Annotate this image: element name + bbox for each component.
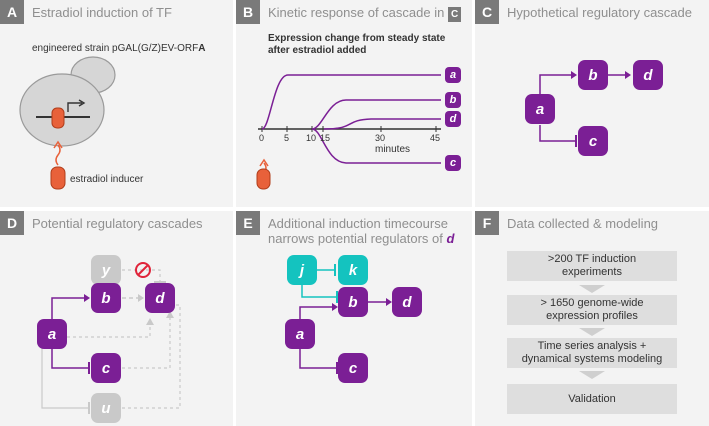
flow-step-1: >200 TF induction experiments (507, 251, 677, 281)
tick-5: 5 (284, 133, 290, 143)
node-d: d (145, 283, 175, 313)
cascade-c-edges (539, 71, 631, 147)
cascade-d-edges (41, 262, 181, 414)
panel-d: D Potential regulatory cascades y b d a … (0, 211, 233, 426)
curve-label-d: d (445, 111, 461, 127)
chart-subtitle-1: Expression change from steady state (268, 33, 446, 44)
node-a: a (525, 94, 555, 124)
node-d: d (633, 60, 663, 90)
flow-step-3: Time series analysis + dynamical systems… (507, 338, 677, 368)
node-a: a (37, 319, 67, 349)
title-ref-d: d (446, 231, 455, 246)
tick-10: 10 (306, 133, 317, 143)
panel-label-e: E (236, 211, 260, 235)
node-b: b (91, 283, 121, 313)
panel-label-d: D (0, 211, 24, 235)
flow-arrows (579, 285, 605, 379)
node-c: c (578, 126, 608, 156)
panel-label-f: F (475, 211, 499, 235)
tick-0: 0 (259, 133, 265, 143)
panel-label-c: C (475, 0, 499, 24)
cascade-e-edges (299, 264, 392, 374)
node-u: u (91, 393, 121, 423)
node-k: k (338, 255, 368, 285)
panel-label-b: B (236, 0, 260, 24)
panel-c: C Hypothetical regulatory cascade a b d … (475, 0, 709, 207)
node-j: j (287, 255, 317, 285)
panel-title-c: Hypothetical regulatory cascade (507, 5, 692, 20)
panel-title-e-line1: Additional induction timecourse (268, 216, 448, 231)
flow-step-4: Validation (507, 384, 677, 414)
node-d: d (392, 287, 422, 317)
estradiol-inducer-label: estradiol inducer (70, 174, 144, 185)
node-c: c (338, 353, 368, 383)
node-a: a (285, 319, 315, 349)
chart-subtitle-2: after estradiol added (268, 45, 367, 56)
panel-title-e-line2: narrows potential regulators of d (268, 231, 455, 246)
flow-step-2: > 1650 genome-wide expression profiles (507, 295, 677, 325)
tick-30: 30 (375, 133, 386, 143)
yeast-cell-illustration (19, 56, 116, 190)
curve-label-a: a (445, 67, 461, 83)
node-y: y (91, 255, 121, 285)
panel-title-b: Kinetic response of cascade in C (268, 5, 462, 22)
kinetic-plot (256, 74, 441, 190)
tick-15: 15 (320, 133, 331, 143)
strain-label: engineered strain pGAL(G/Z)EV-ORFA (32, 43, 206, 54)
panel-e: E Additional induction timecourse narrow… (236, 211, 472, 426)
curve-label-b: b (445, 92, 461, 108)
node-b: b (578, 60, 608, 90)
title-ref-tag-c: C (447, 7, 462, 22)
panel-b: B Kinetic response of cascade in C Expre… (236, 0, 472, 207)
tick-45: 45 (430, 133, 441, 143)
node-b: b (338, 287, 368, 317)
node-c: c (91, 353, 121, 383)
panel-a: A Estradiol induction of TF engineered s… (0, 0, 233, 207)
panel-label-a: A (0, 0, 24, 24)
panel-f: F Data collected & modeling >200 TF indu… (475, 211, 709, 426)
panel-title-d: Potential regulatory cascades (32, 216, 203, 231)
panel-title-a: Estradiol induction of TF (32, 5, 172, 20)
x-axis-label: minutes (375, 144, 411, 155)
panel-title-f: Data collected & modeling (507, 216, 659, 231)
curve-label-c: c (445, 155, 461, 171)
